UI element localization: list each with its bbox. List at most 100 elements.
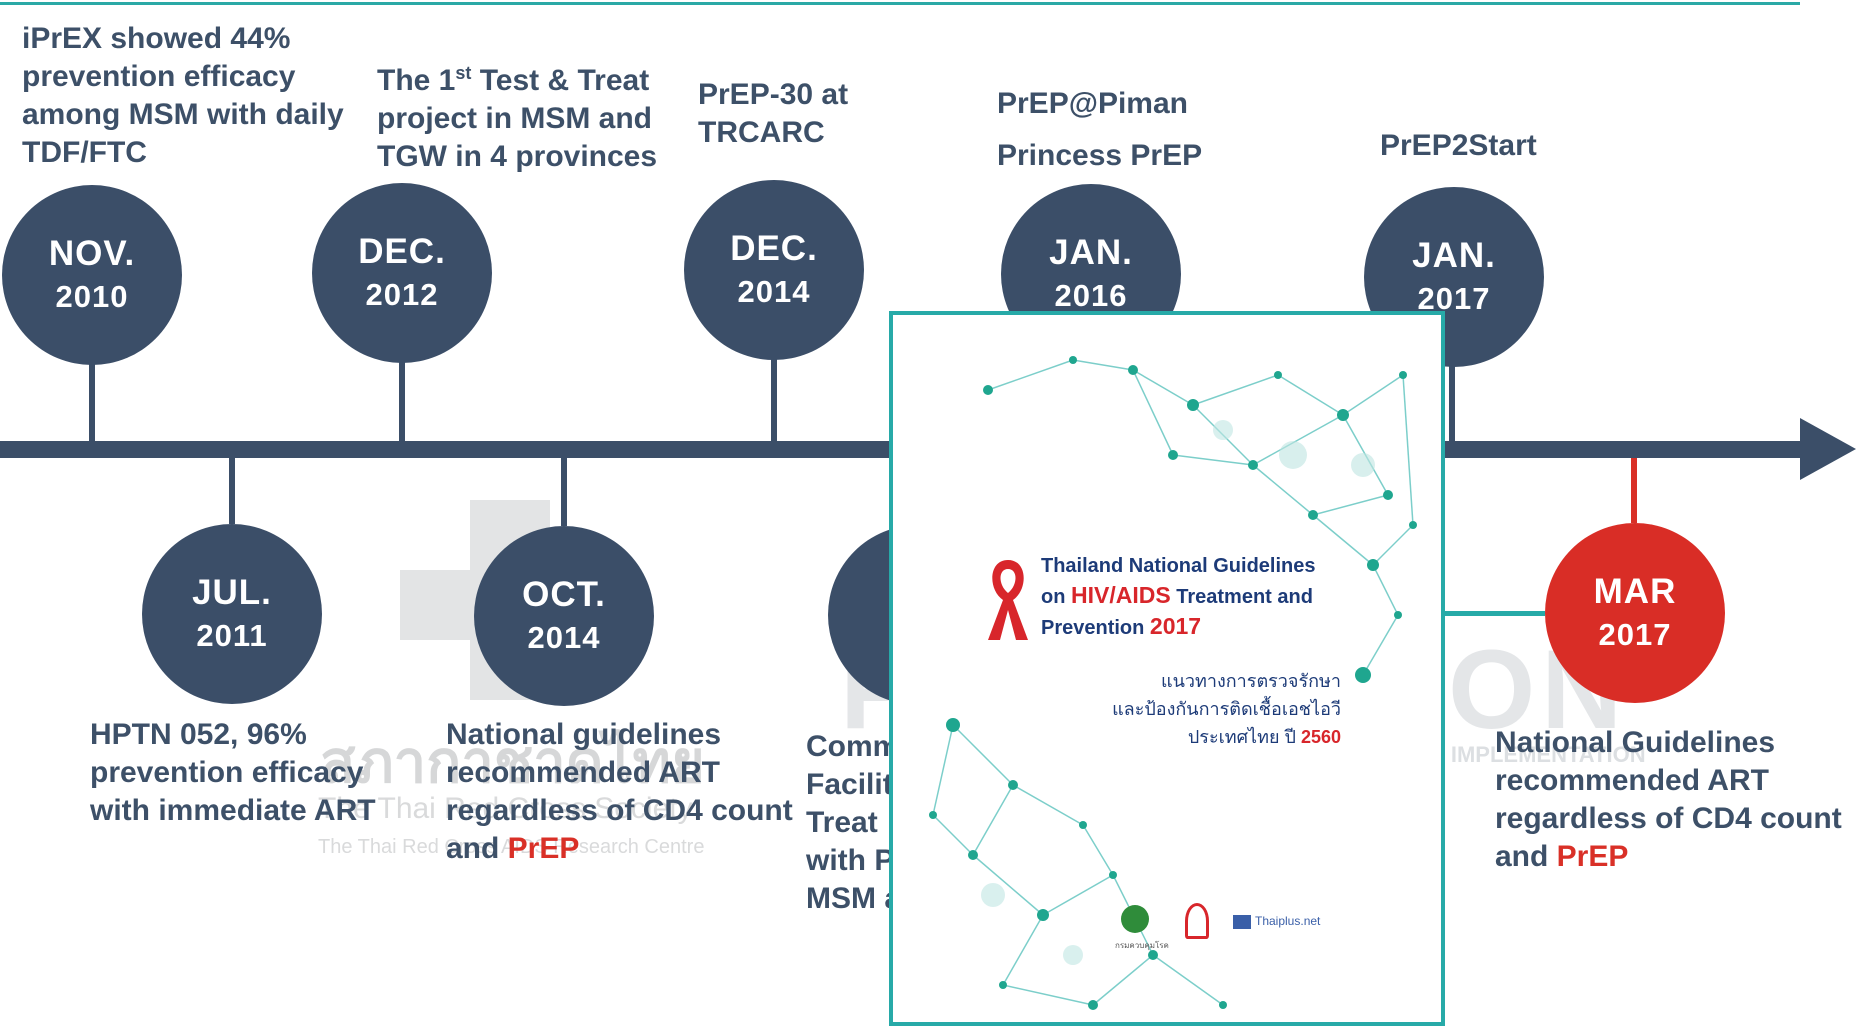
label-line: prevention efficacy [90, 756, 364, 789]
event-year: 2014 [737, 274, 811, 309]
event-year: 2017 [1417, 281, 1491, 316]
label-line: among MSM with daily [22, 98, 344, 131]
label-line: Facilit [806, 768, 893, 801]
event-label-oct-2014: National guidelines recommended ART rega… [446, 716, 793, 868]
event-circle-nov-2010: NOV. 2010 [2, 185, 182, 365]
thai-title-line: ประเทศไทย ปี 2560 [1073, 723, 1341, 751]
label-line: PrEP@Piman [997, 87, 1188, 120]
stem-nov-2010 [89, 360, 95, 445]
title-text: on [1041, 586, 1071, 608]
label-line: TRCARC [698, 116, 825, 149]
label-line: TGW in 4 provinces [377, 140, 658, 173]
connector-line [1435, 611, 1545, 616]
timeline-arrowhead [1800, 418, 1856, 480]
label-line: The 1st Test & Treat [377, 54, 657, 100]
label-line: National Guidelines [1495, 726, 1776, 759]
moph-logo [1121, 905, 1149, 933]
watermark-org-line2: The Thai Red Cross AIDS Research Centre [318, 836, 705, 858]
stem-mar-2017 [1631, 458, 1637, 523]
event-month: OCT. [522, 575, 606, 614]
prep-highlight: PrEP [507, 832, 580, 865]
label-line: Princess PrEP [997, 139, 1203, 172]
event-circle-dec-2012: DEC. 2012 [312, 183, 492, 363]
label-line: prevention efficacy [22, 60, 296, 93]
label-line: MSM a [806, 882, 902, 915]
thai-title-line: และป้องกันการติดเชื้อเอชไอวี [1112, 699, 1341, 719]
label-text: and [446, 832, 508, 865]
prep-highlight: PrEP [1556, 840, 1629, 873]
watermark-thai-text: สภากาชาดไทย [320, 730, 705, 795]
label-line: regardless of CD4 count [1495, 802, 1842, 835]
event-label-dec-2014: PrEP-30 at TRCARC [698, 76, 848, 152]
event-year: 2010 [55, 279, 129, 314]
thai-highlight: 2560 [1300, 727, 1341, 747]
event-label-jul-2011: HPTN 052, 96% prevention efficacy with i… [90, 716, 376, 830]
event-label-jan-2016: PrEP@Piman Princess PrEP [997, 78, 1202, 182]
label-text: Test & Treat [471, 64, 650, 97]
label-line: recommended ART [1495, 764, 1769, 797]
event-month: JAN. [1412, 236, 1496, 275]
label-superscript: st [455, 63, 472, 83]
event-circle-mar-2017: MAR 2017 [1545, 523, 1725, 703]
guideline-title: Thailand National Guidelines on HIV/AIDS… [1041, 552, 1315, 643]
guideline-title-line: Prevention 2017 [1041, 612, 1315, 643]
stem-jul-2011 [229, 454, 235, 524]
label-line: and PrEP [446, 830, 793, 868]
label-line: with immediate ART [90, 794, 376, 827]
stem-dec-2014 [771, 358, 777, 445]
title-text: Prevention [1041, 617, 1150, 639]
event-month: DEC. [730, 229, 818, 268]
dept-disease-control-text: กรมควบคุมโรค [1115, 941, 1169, 950]
event-month: DEC. [358, 232, 446, 271]
event-label-partial: Comm Facilit Treat with P MSM a [806, 728, 901, 918]
label-line: and PrEP [1495, 838, 1842, 876]
event-label-mar-2017: National Guidelines recommended ART rega… [1495, 724, 1842, 876]
thaiplus-logo-text: Thaiplus.net [1255, 914, 1321, 928]
thai-text: ประเทศไทย ปี [1187, 727, 1301, 747]
title-highlight: HIV/AIDS [1071, 582, 1171, 608]
event-circle-jul-2011: JUL. 2011 [142, 524, 322, 704]
label-line: Treat [806, 806, 878, 839]
event-label-jan-2017: PrEP2Start [1380, 127, 1537, 165]
guideline-cover-image: Thailand National Guidelines on HIV/AIDS… [889, 311, 1445, 1026]
event-circle-dec-2014: DEC. 2014 [684, 180, 864, 360]
thai-title-line: แนวทางการตรวจรักษา [1161, 671, 1341, 691]
title-text: Treatment and [1170, 586, 1313, 608]
label-line: PrEP-30 at [698, 78, 849, 111]
label-line: iPrEX showed 44% [22, 22, 291, 55]
event-year: 2017 [1598, 617, 1672, 652]
event-year: 2012 [365, 277, 439, 312]
stem-dec-2012 [399, 358, 405, 445]
label-line: PrEP2Start [1380, 129, 1537, 162]
title-highlight: 2017 [1149, 613, 1202, 639]
event-year: 2011 [196, 618, 268, 653]
label-line: regardless of CD4 count [446, 794, 793, 827]
top-divider-line [0, 2, 1800, 5]
guideline-title-line: Thailand National Guidelines [1041, 555, 1316, 577]
red-ribbon-icon [988, 560, 1028, 640]
label-line: with P [806, 844, 895, 877]
event-year: 2016 [1054, 278, 1128, 313]
label-line: project in MSM and [377, 102, 653, 135]
guideline-thai-title: แนวทางการตรวจรักษา และป้องกันการติดเชื้อ… [1073, 667, 1341, 751]
event-month: NOV. [48, 234, 136, 273]
label-line: recommended ART [446, 756, 720, 789]
stem-oct-2014 [561, 454, 567, 526]
stem-jan-2017 [1449, 360, 1455, 445]
label-text: and [1495, 840, 1557, 873]
label-line: National guidelines [446, 718, 722, 751]
event-label-nov-2010: iPrEX showed 44% prevention efficacy amo… [22, 20, 344, 172]
event-month: JAN. [1049, 233, 1133, 272]
event-year: 2014 [527, 620, 601, 655]
ribbon-logo [1185, 903, 1209, 939]
network-graphic-top [929, 356, 1417, 1010]
watermark-org-line1: The Thai Red Cross Society [318, 792, 693, 825]
thaiplus-logo-icon [1233, 915, 1251, 929]
event-label-dec-2012: The 1st Test & Treat project in MSM and … [377, 54, 657, 176]
label-line: HPTN 052, 96% [90, 718, 307, 751]
label-line: Comm [806, 730, 900, 763]
event-month: JUL. [192, 573, 272, 612]
label-line: TDF/FTC [22, 136, 147, 169]
event-circle-oct-2014: OCT. 2014 [474, 526, 654, 706]
label-text: The 1 [377, 64, 456, 97]
